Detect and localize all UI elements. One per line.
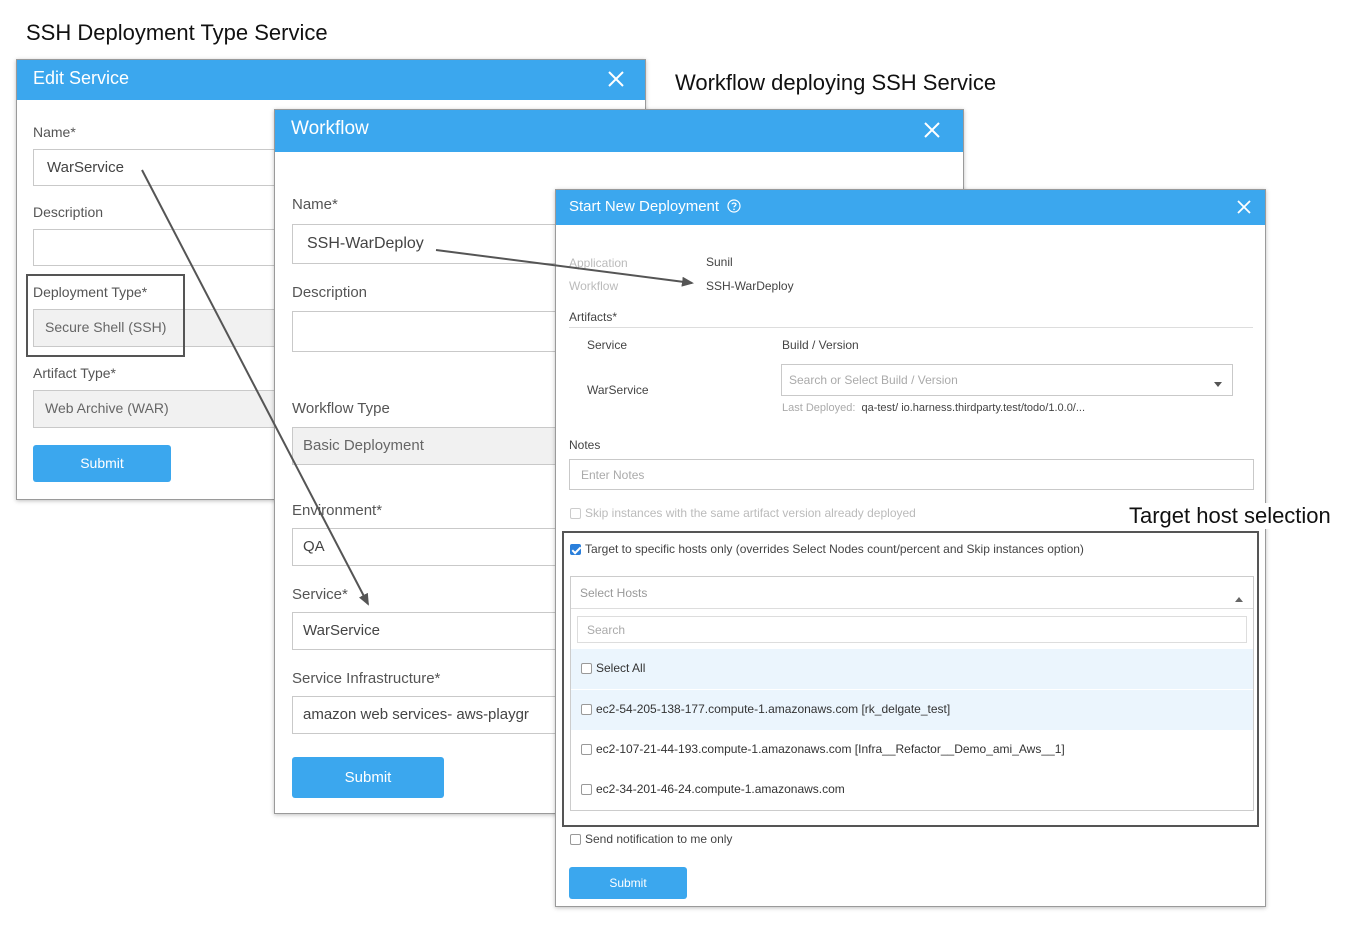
workflow-service-field[interactable]: WarService [292, 612, 592, 650]
workflow-type-field: Basic Deployment [292, 427, 592, 465]
workflow-infra-label: Service Infrastructure* [292, 670, 441, 687]
last-deployed: Last Deployed: qa-test/ io.harness.third… [782, 402, 1085, 414]
target-hosts-label: Target to specific hosts only (overrides… [585, 542, 1084, 556]
target-hosts-checkbox[interactable] [570, 544, 581, 555]
edit-service-submit-button[interactable]: Submit [33, 445, 171, 482]
host-checkbox[interactable] [581, 704, 592, 715]
select-all-label: Select All [596, 661, 646, 675]
start-deployment-title-text: Start New Deployment [569, 198, 720, 215]
select-hosts-placeholder: Select Hosts [580, 586, 648, 600]
last-deployed-value: qa-test/ io.harness.thirdparty.test/todo… [861, 402, 1086, 414]
caption-workflow-deploying: Workflow deploying SSH Service [675, 70, 997, 95]
host-label: ec2-34-201-46-24.compute-1.amazonaws.com [596, 782, 845, 796]
last-deployed-label: Last Deployed: [782, 402, 856, 414]
edit-service-title: Edit Service [33, 68, 130, 88]
workflow-type-label: Workflow Type [292, 400, 390, 417]
deployment-type-highlight [26, 274, 185, 357]
application-label: Application [569, 256, 628, 270]
notify-label: Send notification to me only [585, 832, 733, 846]
build-version-placeholder: Search or Select Build / Version [789, 373, 958, 387]
workflow-submit-button[interactable]: Submit [292, 757, 444, 798]
host-label: ec2-54-205-138-177.compute-1.amazonaws.c… [596, 702, 951, 716]
target-host-highlight [562, 531, 1259, 827]
host-checkbox[interactable] [581, 744, 592, 755]
workflow-value: SSH-WarDeploy [706, 279, 794, 293]
close-icon[interactable] [1237, 200, 1251, 214]
artifacts-label: Artifacts* [569, 310, 618, 324]
start-deployment-header: Start New Deployment [556, 190, 1265, 225]
deployment-submit-button[interactable]: Submit [569, 867, 687, 899]
skip-instances-label: Skip instances with the same artifact ve… [585, 506, 916, 520]
list-item[interactable]: ec2-107-21-44-193.compute-1.amazonaws.co… [571, 730, 1253, 770]
select-all-checkbox[interactable] [581, 663, 592, 674]
close-icon[interactable] [923, 121, 941, 139]
build-version-select[interactable]: Search or Select Build / Version [781, 364, 1233, 396]
workflow-infra-field[interactable]: amazon web services- aws-playgr [292, 696, 592, 734]
workflow-title: Workflow [291, 118, 369, 139]
select-hosts-control[interactable]: Select Hosts [571, 577, 1253, 609]
list-item[interactable]: ec2-54-205-138-177.compute-1.amazonaws.c… [571, 690, 1253, 730]
edit-service-name-label: Name* [33, 124, 76, 140]
artifacts-divider [569, 327, 1253, 328]
caret-down-icon [1214, 377, 1222, 391]
start-deployment-dialog: Start New Deployment Application Sunil W… [555, 189, 1266, 907]
caption-ssh-service: SSH Deployment Type Service [26, 20, 328, 45]
artifacts-service-header: Service [587, 338, 628, 352]
list-item[interactable]: ec2-34-201-46-24.compute-1.amazonaws.com [571, 770, 1253, 810]
application-value: Sunil [706, 255, 733, 269]
notes-field[interactable]: Enter Notes [569, 459, 1254, 490]
workflow-name-field[interactable]: SSH-WarDeploy [292, 224, 592, 264]
edit-service-deployment-type-label: Deployment Type* [33, 284, 148, 300]
edit-service-description-label: Description [33, 204, 104, 220]
select-hosts-dropdown: Select Hosts Search Select All ec2-54-20… [570, 576, 1254, 811]
edit-service-artifact-type-label: Artifact Type* [33, 365, 117, 381]
workflow-label: Workflow [569, 279, 619, 293]
caret-up-icon [1235, 589, 1243, 607]
artifact-service-name: WarService [587, 383, 649, 397]
edit-service-header: Edit Service [17, 60, 645, 100]
skip-instances-checkbox[interactable] [570, 508, 581, 519]
host-checkbox[interactable] [581, 784, 592, 795]
workflow-description-field[interactable] [292, 311, 592, 352]
workflow-environment-label: Environment* [292, 502, 383, 519]
caption-target-host: Target host selection [1126, 503, 1334, 529]
workflow-header: Workflow [275, 110, 963, 152]
start-deployment-title: Start New Deployment [569, 198, 741, 217]
close-icon[interactable] [607, 70, 625, 88]
host-label: ec2-107-21-44-193.compute-1.amazonaws.co… [596, 742, 1065, 756]
help-circle-icon[interactable] [727, 199, 741, 217]
artifacts-build-header: Build / Version [782, 338, 859, 352]
host-search-input[interactable]: Search [577, 616, 1247, 643]
workflow-description-label: Description [292, 284, 368, 301]
select-all-row[interactable]: Select All [571, 649, 1253, 689]
workflow-name-label: Name* [292, 196, 338, 213]
notes-label: Notes [569, 438, 601, 452]
workflow-environment-field[interactable]: QA [292, 528, 592, 566]
notify-checkbox[interactable] [570, 834, 581, 845]
workflow-service-label: Service* [292, 586, 348, 603]
